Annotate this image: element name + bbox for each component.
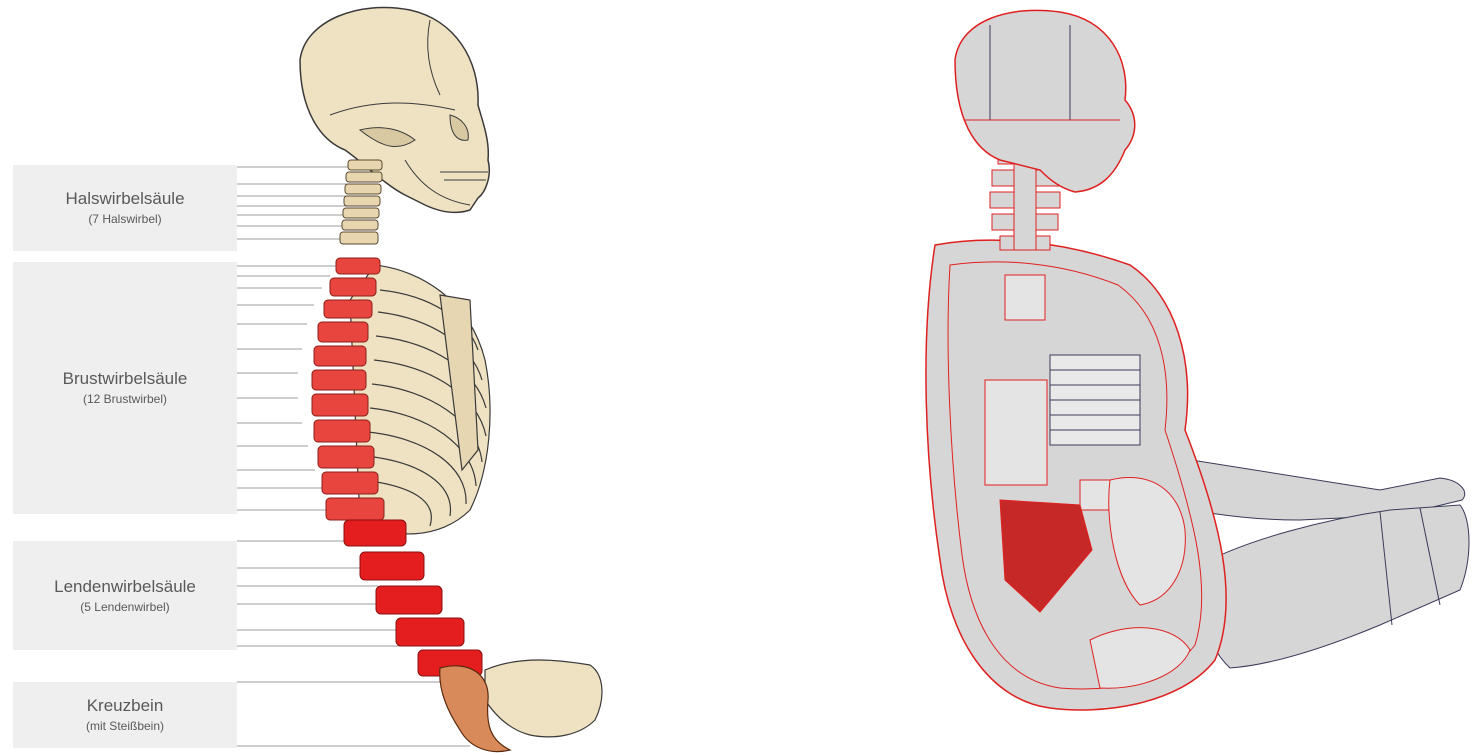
- dummy-head: [955, 10, 1135, 192]
- dummy-torso: [926, 240, 1226, 710]
